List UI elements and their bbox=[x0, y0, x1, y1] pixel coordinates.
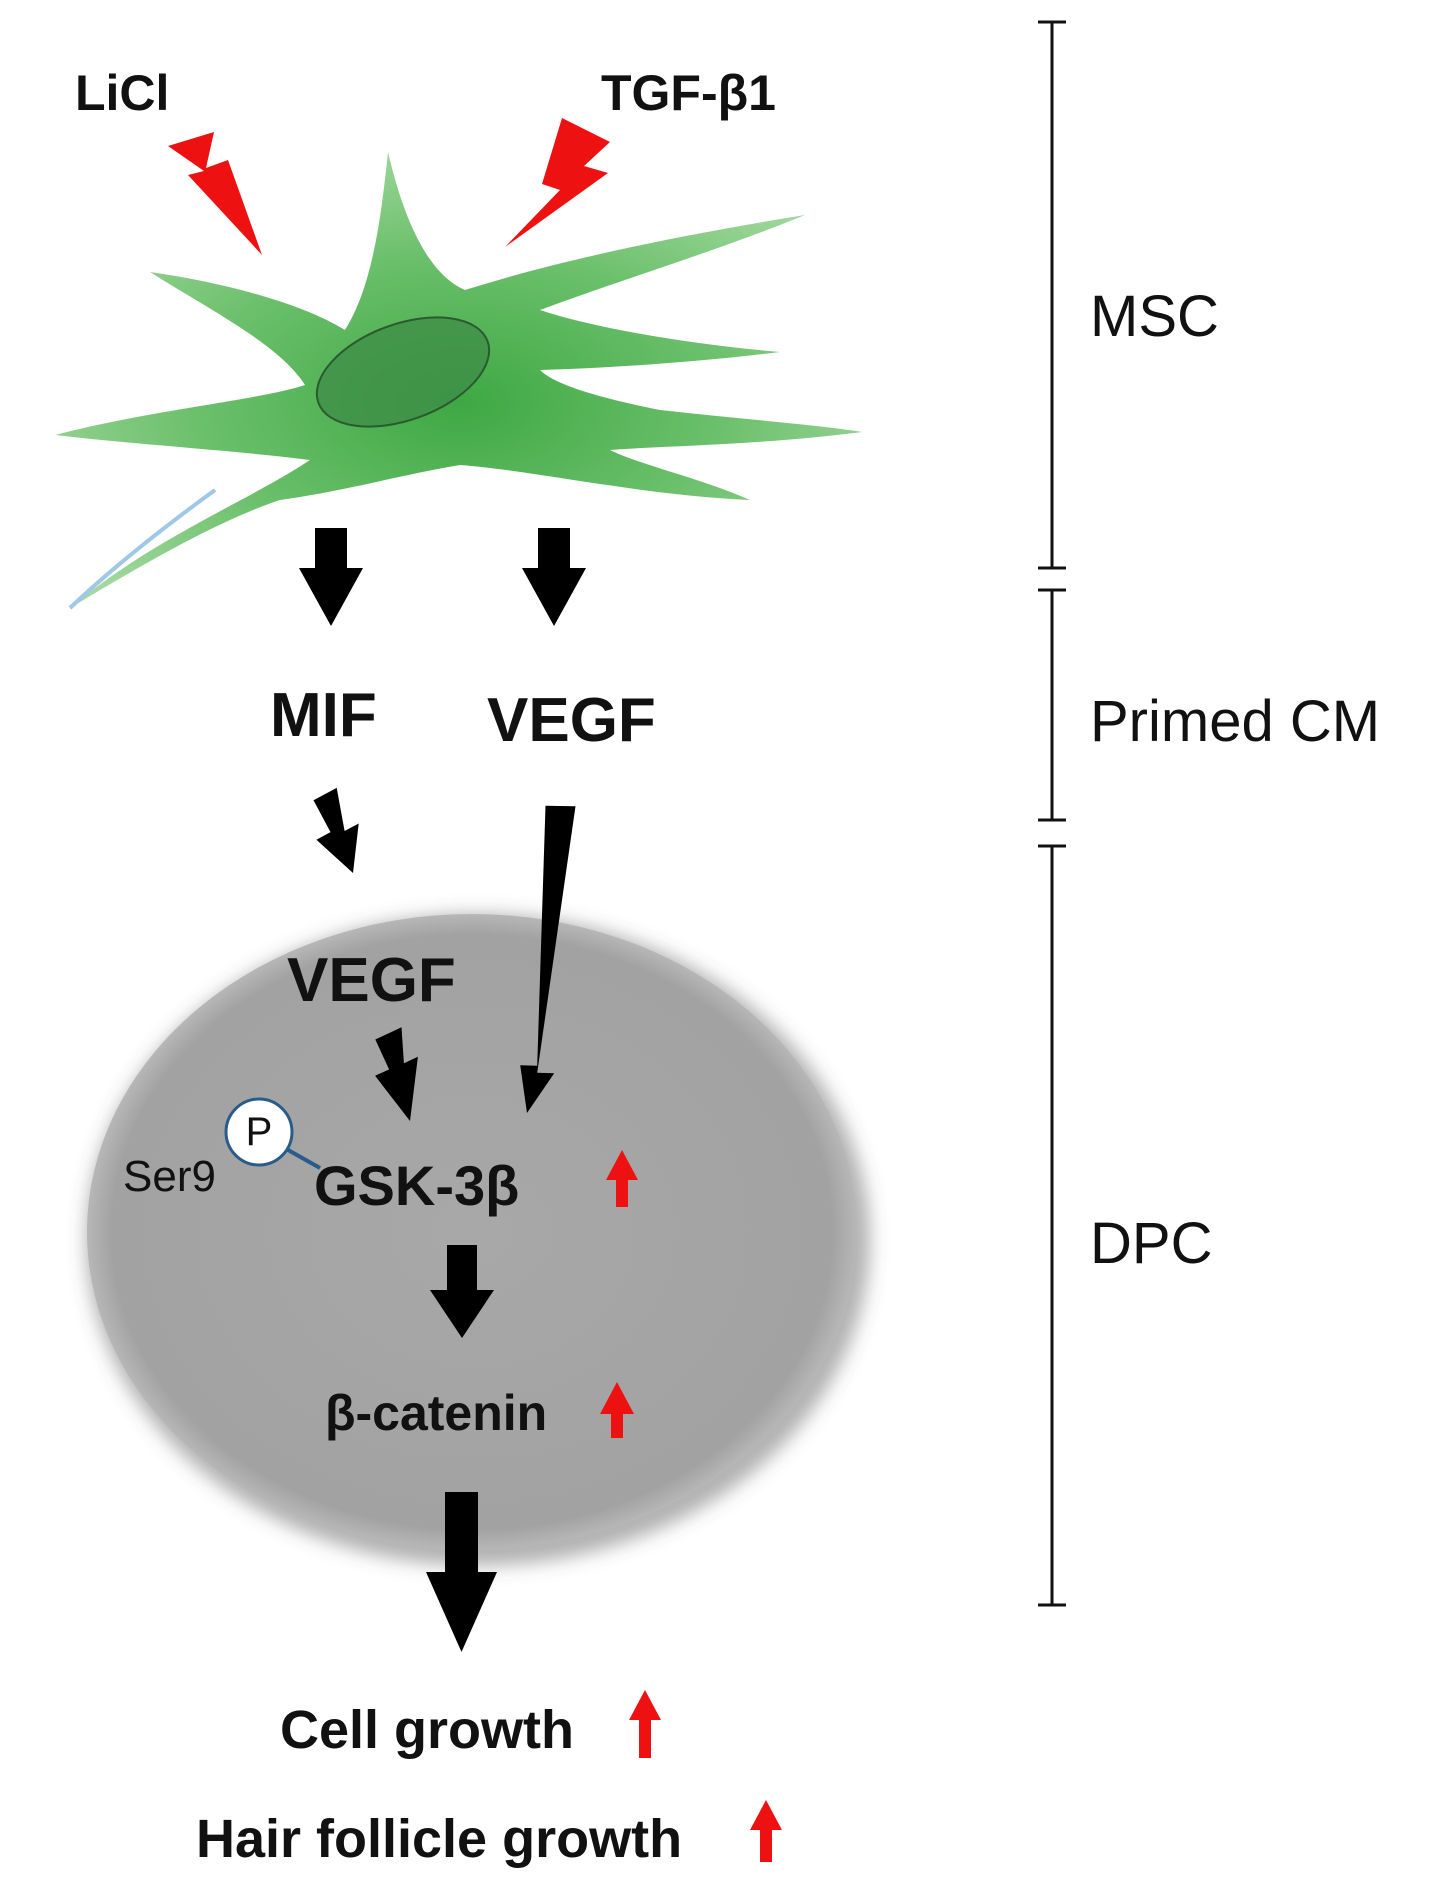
arrow-inner-vegf-to-gsk bbox=[375, 1027, 418, 1121]
phospho-circle bbox=[224, 1097, 294, 1167]
arrow-msc-to-mif bbox=[299, 528, 363, 626]
stimulus-licl: LiCl bbox=[75, 65, 170, 121]
phospho-label: P bbox=[245, 1110, 273, 1154]
red-up-arrow-icon bbox=[629, 1690, 661, 1758]
red-up-arrow-icon bbox=[600, 1382, 634, 1438]
msc-cell bbox=[55, 152, 862, 610]
stimulus-tgf-beta1: TGF-β1 bbox=[601, 65, 776, 121]
dpc-cell bbox=[86, 914, 870, 1566]
lightning-bolt-icon bbox=[168, 132, 262, 255]
msc-nucleus bbox=[315, 316, 491, 428]
arrows bbox=[299, 528, 586, 1652]
stage-brackets bbox=[1038, 20, 1066, 1607]
label-ser9: Ser9 bbox=[123, 1152, 216, 1201]
arrow-catenin-to-growth bbox=[426, 1492, 497, 1652]
msc-cell-tail bbox=[68, 488, 217, 610]
stage-label-msc: MSC bbox=[1090, 284, 1219, 349]
red-up-arrow-icon bbox=[750, 1800, 782, 1862]
red-up-arrow-icon bbox=[606, 1150, 638, 1207]
label-mif: MIF bbox=[270, 681, 377, 750]
arrow-gsk-to-catenin bbox=[430, 1245, 494, 1338]
bracket-msc bbox=[1038, 20, 1066, 570]
lightning-bolt-icon bbox=[505, 118, 610, 247]
label-vegf-dpc: VEGF bbox=[287, 946, 456, 1015]
label-beta-catenin: β-catenin bbox=[325, 1385, 548, 1441]
outcome-cell-growth: Cell growth bbox=[280, 1700, 574, 1760]
label-vegf-secreted: VEGF bbox=[487, 686, 656, 755]
label-gsk-3beta: GSK-3β bbox=[314, 1154, 520, 1217]
stage-label-dpc: DPC bbox=[1090, 1211, 1213, 1276]
bracket-primed-cm bbox=[1038, 588, 1066, 822]
bracket-dpc bbox=[1038, 844, 1066, 1607]
arrow-msc-to-vegf bbox=[522, 528, 586, 626]
arrow-vegf-to-gsk bbox=[520, 805, 576, 1113]
arrow-mif-to-dpc bbox=[313, 787, 359, 873]
outcome-hair-follicle-growth: Hair follicle growth bbox=[196, 1809, 683, 1869]
stage-label-primed-cm: Primed CM bbox=[1090, 689, 1381, 754]
dpc-cell-body bbox=[87, 914, 857, 1550]
increase-arrows bbox=[600, 1150, 782, 1862]
